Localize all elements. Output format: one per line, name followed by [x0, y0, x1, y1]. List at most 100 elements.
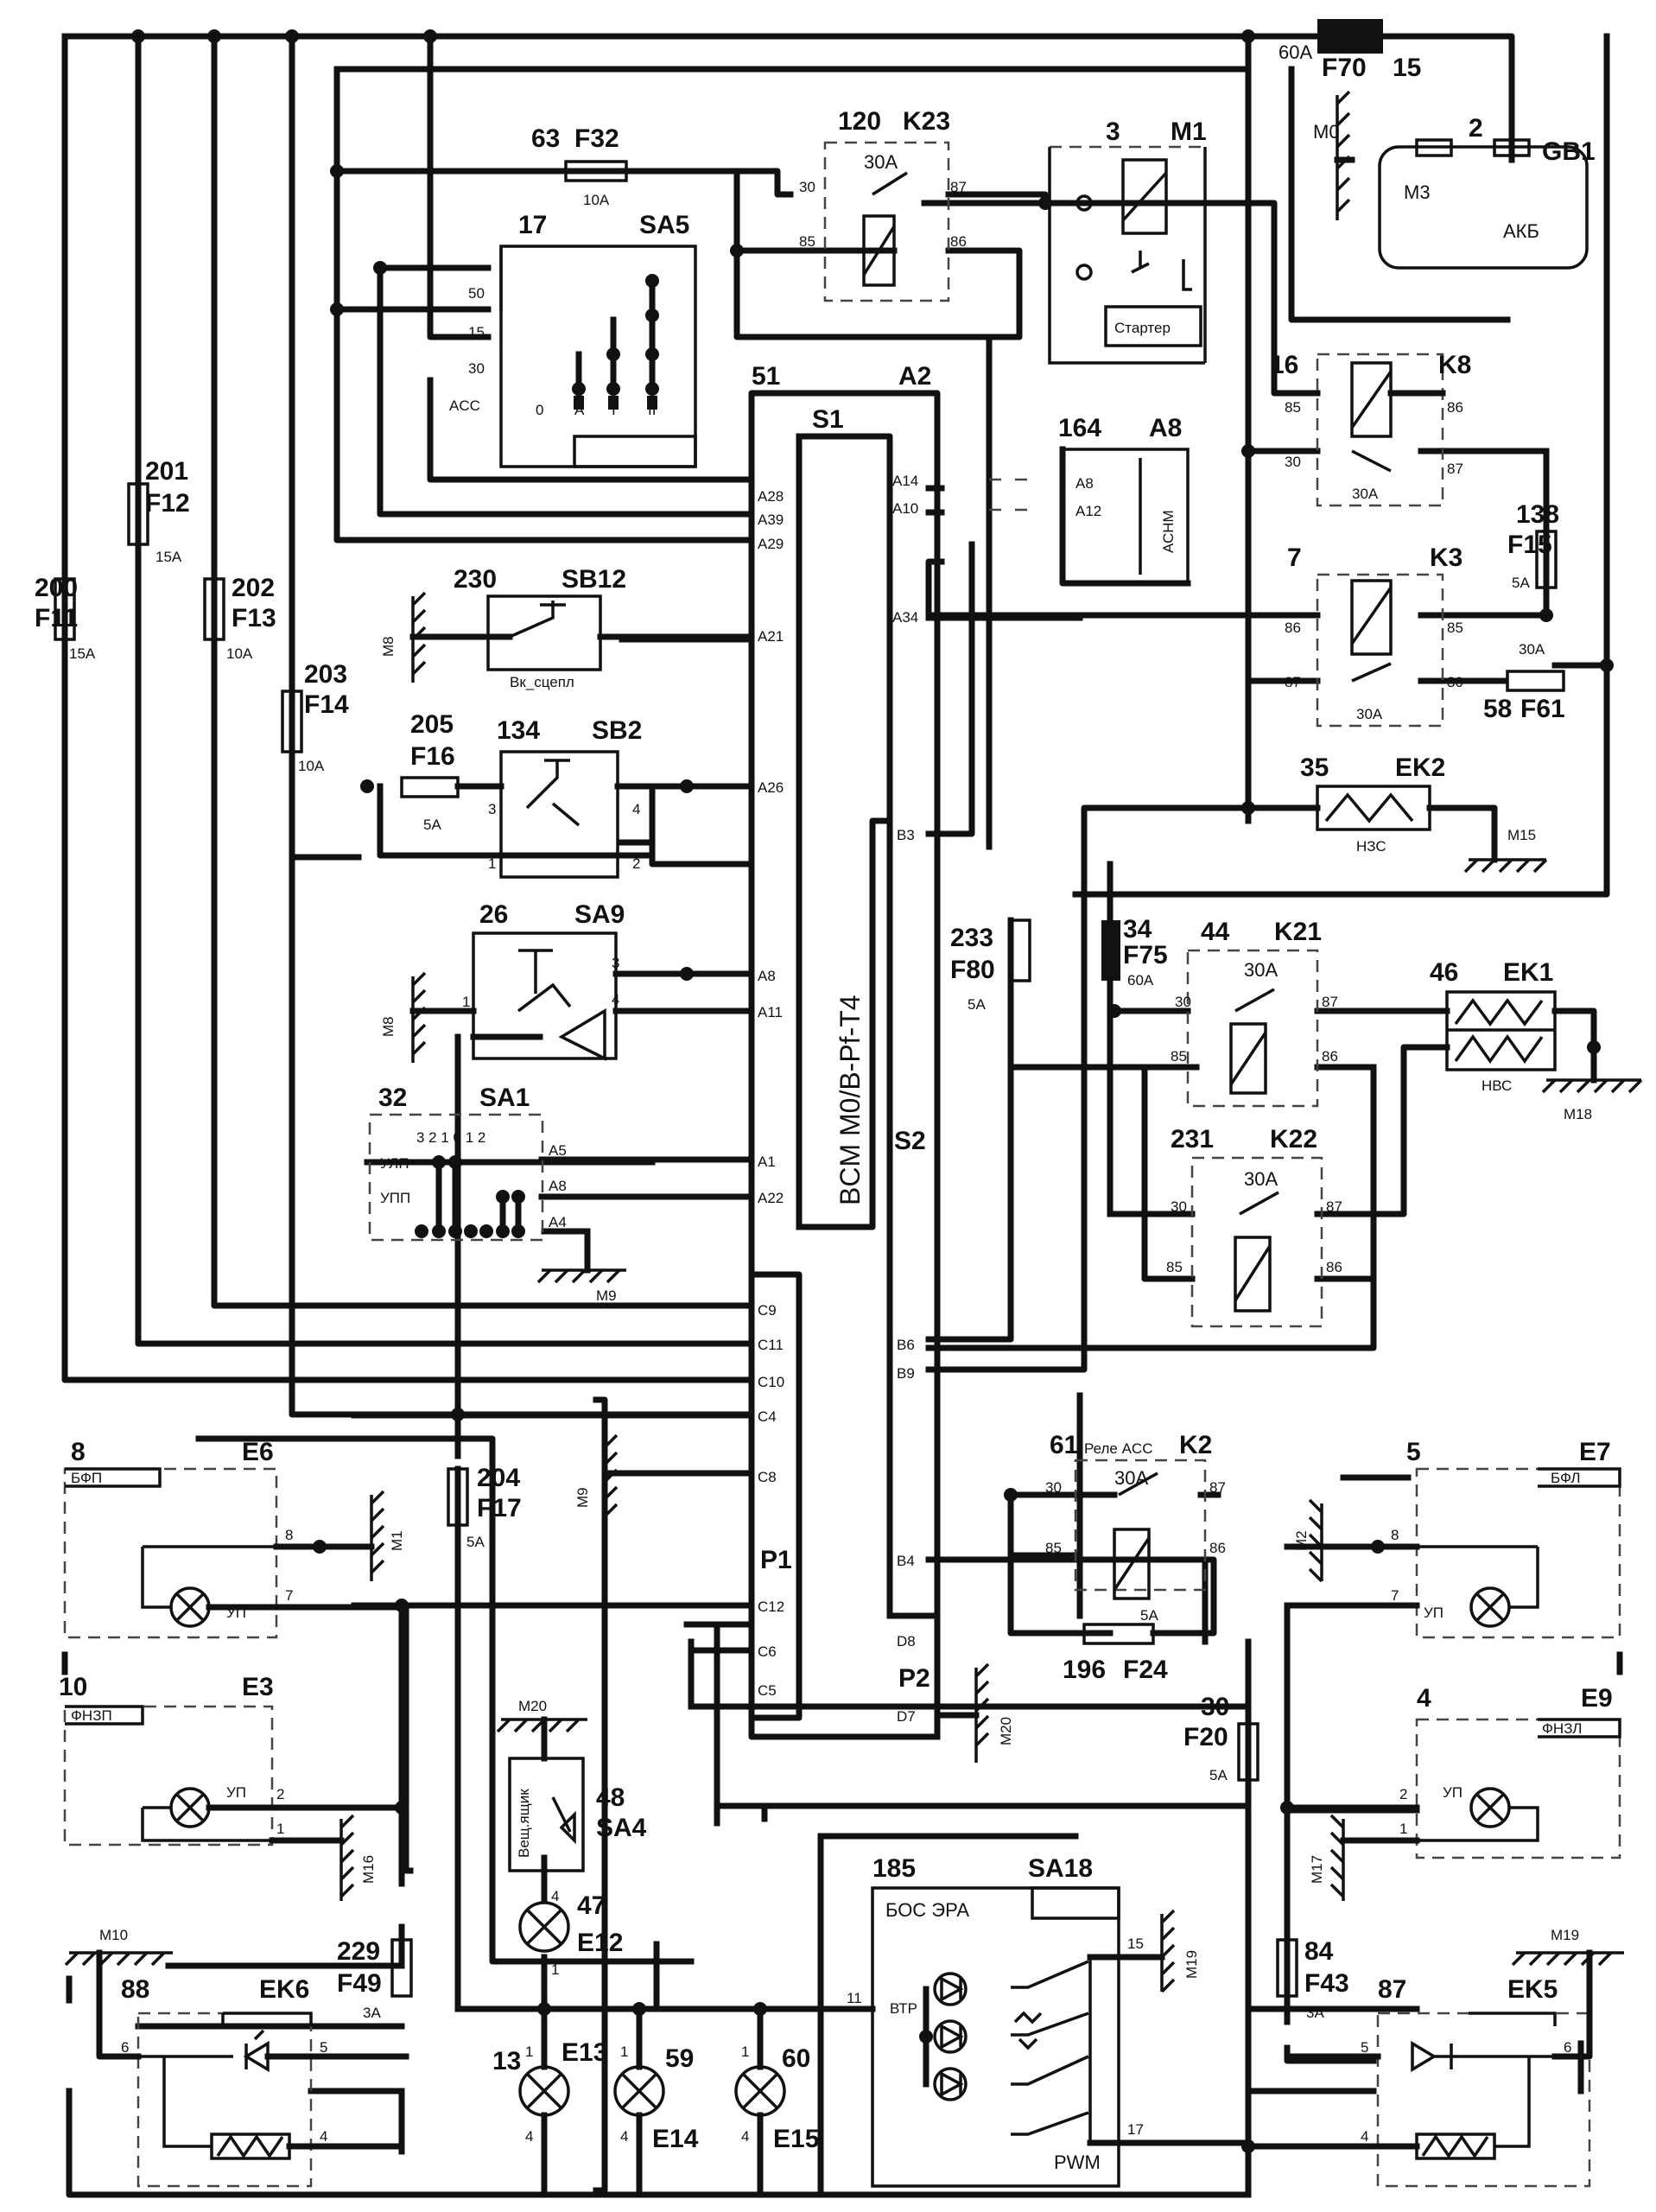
- pin-b9: B9: [897, 1365, 915, 1382]
- k21-num: 44: [1201, 918, 1230, 946]
- e6-p7: 7: [285, 1587, 293, 1604]
- pin-c12: C12: [758, 1599, 784, 1615]
- k8-p86: 86: [1447, 399, 1463, 416]
- a2-s2: S2: [894, 1127, 926, 1155]
- e14-p4: 4: [620, 2128, 628, 2145]
- sa18-p17: 17: [1127, 2121, 1144, 2138]
- pin-d7: D7: [897, 1708, 916, 1725]
- m0-label: M0: [1313, 121, 1340, 143]
- e12-num: 47: [577, 1891, 606, 1920]
- sa5-p30: 30: [468, 360, 485, 377]
- f32-ref: F32: [574, 124, 619, 153]
- ek1-ref: EK1: [1503, 958, 1553, 987]
- ek5-p4: 4: [1361, 2128, 1368, 2145]
- e9-gnd: M17: [1309, 1855, 1325, 1884]
- pin-c8: C8: [758, 1469, 777, 1485]
- a2-s1: S1: [812, 405, 844, 434]
- ek6-p5: 5: [320, 2039, 327, 2056]
- pin-a8: A8: [758, 968, 776, 984]
- ek1-num: 46: [1430, 958, 1458, 987]
- k3-ref: K3: [1430, 543, 1462, 572]
- a2-p1: P1: [760, 1546, 792, 1574]
- sa1-a8: A8: [549, 1178, 567, 1194]
- k8-p87: 87: [1447, 461, 1463, 477]
- e13-p1: 1: [525, 2044, 533, 2060]
- m1-num: 3: [1106, 118, 1120, 146]
- pin-c9: C9: [758, 1302, 777, 1319]
- e13-num: 13: [492, 2047, 521, 2075]
- k8-p30: 30: [1285, 454, 1301, 470]
- junctions: [131, 29, 1614, 2153]
- k2-rating: 30A: [1114, 1467, 1148, 1489]
- k22-p86: 86: [1326, 1259, 1342, 1275]
- ek6-gnd: M10: [99, 1927, 128, 1943]
- k3-p30: 30: [1447, 674, 1463, 690]
- pin-c5: C5: [758, 1682, 777, 1699]
- sa5-num: 17: [518, 211, 547, 239]
- k22-p87: 87: [1326, 1198, 1342, 1215]
- e9-p2: 2: [1399, 1786, 1407, 1802]
- fuse-f70-icon: [1317, 19, 1383, 54]
- pin-a26: A26: [758, 779, 784, 796]
- f49-num: 229: [337, 1937, 380, 1966]
- k2-p86: 86: [1209, 1540, 1226, 1556]
- sa18-vtr: ВТР: [890, 2000, 917, 2017]
- e7-text: БФЛ: [1551, 1470, 1580, 1486]
- sa4-text: Вещ.ящик: [516, 1789, 532, 1858]
- pin-a28: A28: [758, 488, 784, 505]
- sa18-pwm: PWM: [1054, 2152, 1101, 2173]
- ek5-p6: 6: [1564, 2039, 1571, 2056]
- e13-ref: E13: [562, 2038, 607, 2067]
- f14-ref: F14: [304, 690, 349, 719]
- pin-a21: A21: [758, 628, 784, 645]
- sb12-num: 230: [454, 565, 497, 594]
- sa1-ulp: УЛП: [380, 1155, 409, 1172]
- e3-num: 10: [59, 1673, 87, 1701]
- pin-a22: A22: [758, 1190, 784, 1206]
- e3-up: УП: [226, 1784, 246, 1801]
- k8-ref: K8: [1438, 351, 1471, 379]
- e14-ref: E14: [652, 2125, 699, 2153]
- e7-p8: 8: [1391, 1527, 1399, 1543]
- e7-ref: E7: [1579, 1438, 1611, 1466]
- f15-num: 138: [1516, 500, 1559, 529]
- k23-num: 120: [838, 107, 881, 136]
- f80-num: 233: [950, 924, 993, 952]
- k21-p30: 30: [1175, 994, 1191, 1010]
- k21-p86: 86: [1322, 1048, 1338, 1065]
- sa5-acc: ACC: [449, 397, 480, 414]
- sa9-p4: 4: [612, 991, 619, 1007]
- e12-ref: E12: [577, 1929, 623, 1957]
- sb12-ref: SB12: [562, 565, 626, 594]
- f43-rating: 3A: [1306, 2005, 1324, 2021]
- gb1-ref: GB1: [1542, 137, 1596, 166]
- sa1-upp: УПП: [380, 1190, 410, 1206]
- ek6-p4: 4: [320, 2128, 327, 2145]
- f17-num: 204: [477, 1464, 520, 1492]
- f13-num: 202: [232, 574, 275, 602]
- k22-p85: 85: [1166, 1259, 1183, 1275]
- pin-c4: C4: [758, 1408, 777, 1425]
- sb2-p3: 3: [488, 801, 496, 817]
- f13-ref: F13: [232, 604, 276, 632]
- wires: [61, 33, 1623, 2198]
- sa5-p15: 15: [468, 324, 485, 340]
- e6-gnd: M1: [389, 1530, 405, 1551]
- pin-d8: D8: [897, 1633, 916, 1649]
- k2-ref: K2: [1179, 1431, 1212, 1459]
- f32-num: 63: [531, 124, 560, 153]
- sa18-gnd: M19: [1183, 1950, 1200, 1979]
- sa5-p50: 50: [468, 285, 485, 302]
- e7-gnd: M2: [1293, 1530, 1310, 1551]
- pin-a1: A1: [758, 1154, 776, 1170]
- battery-icon: [1378, 145, 1589, 270]
- k23-rating: 30A: [864, 151, 898, 173]
- f16-ref: F16: [410, 742, 455, 771]
- ek6-ref: EK6: [259, 1975, 309, 2004]
- e6-ref: E6: [242, 1438, 274, 1466]
- ek5-p5: 5: [1361, 2039, 1368, 2056]
- bcm-body: [748, 390, 941, 1740]
- k3-p85: 85: [1447, 620, 1463, 636]
- f11-rating: 15A: [69, 645, 96, 662]
